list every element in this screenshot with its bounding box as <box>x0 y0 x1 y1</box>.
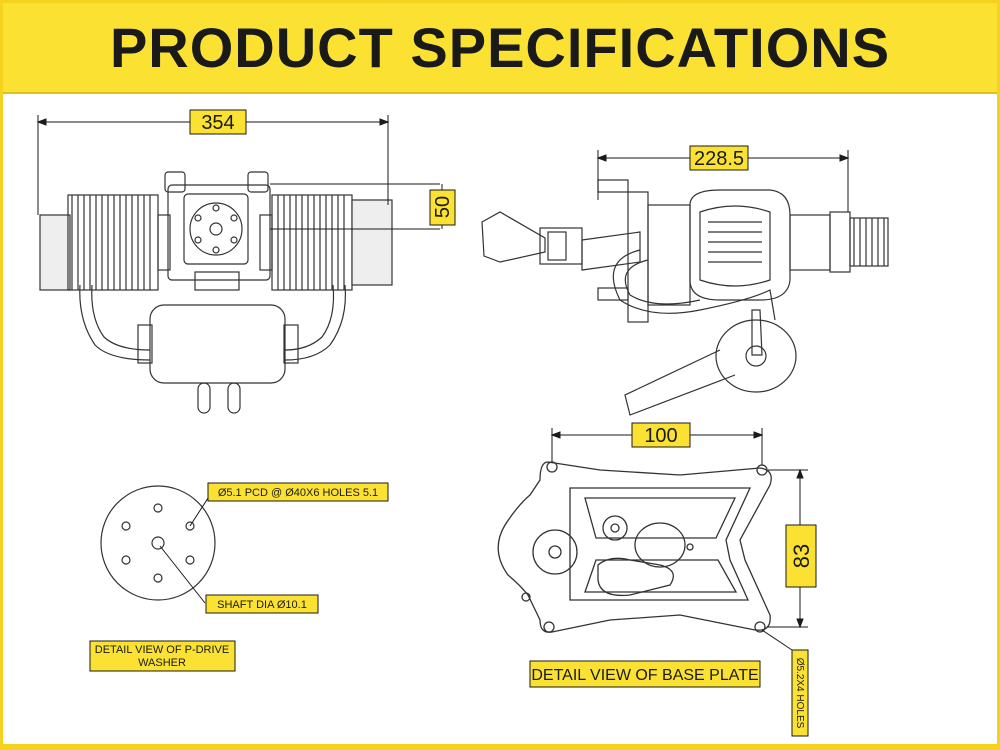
p-drive-washer <box>100 485 216 604</box>
side-view-engine <box>481 179 889 416</box>
shaft-dia-label: SHAFT DIA Ø10.1 <box>217 599 307 611</box>
base-plate-detail-label: DETAIL VIEW OF BASE PLATE <box>531 667 758 684</box>
plate-holes-callout <box>761 629 809 737</box>
dimension-228-5 <box>596 145 850 212</box>
dimension-50 <box>270 183 456 230</box>
page-title: PRODUCT SPECIFICATIONS <box>109 16 891 79</box>
title-banner: PRODUCT SPECIFICATIONS <box>0 0 1000 94</box>
dim-83-label: 83 <box>789 544 814 568</box>
washer-detail-label-line1: DETAIL VIEW OF P-DRIVE <box>95 644 229 656</box>
front-view-engine <box>39 171 393 414</box>
dim-228-5-label: 228.5 <box>694 148 744 170</box>
washer-detail-callout <box>89 640 236 672</box>
dimension-83 <box>768 468 817 629</box>
dimension-100 <box>550 422 764 465</box>
base-plate <box>497 461 772 633</box>
dimension-354 <box>36 109 390 215</box>
left-cylinder-fins <box>67 194 171 291</box>
dim-354-label: 354 <box>201 112 234 134</box>
plate-holes-label: Ø5.2X4 HOLES <box>794 658 805 729</box>
right-cylinder-fins <box>259 194 393 291</box>
dim-50-label: 50 <box>432 196 454 218</box>
washer-pcd-label: Ø5.1 PCD @ Ø40X6 HOLES 5.1 <box>218 487 378 499</box>
washer-pcd-callout <box>207 482 389 502</box>
washer-detail-label-line2: WASHER <box>138 657 186 669</box>
dim-100-label: 100 <box>644 425 677 447</box>
shaft-dia-callout <box>205 594 319 614</box>
base-plate-detail-callout <box>529 660 761 688</box>
